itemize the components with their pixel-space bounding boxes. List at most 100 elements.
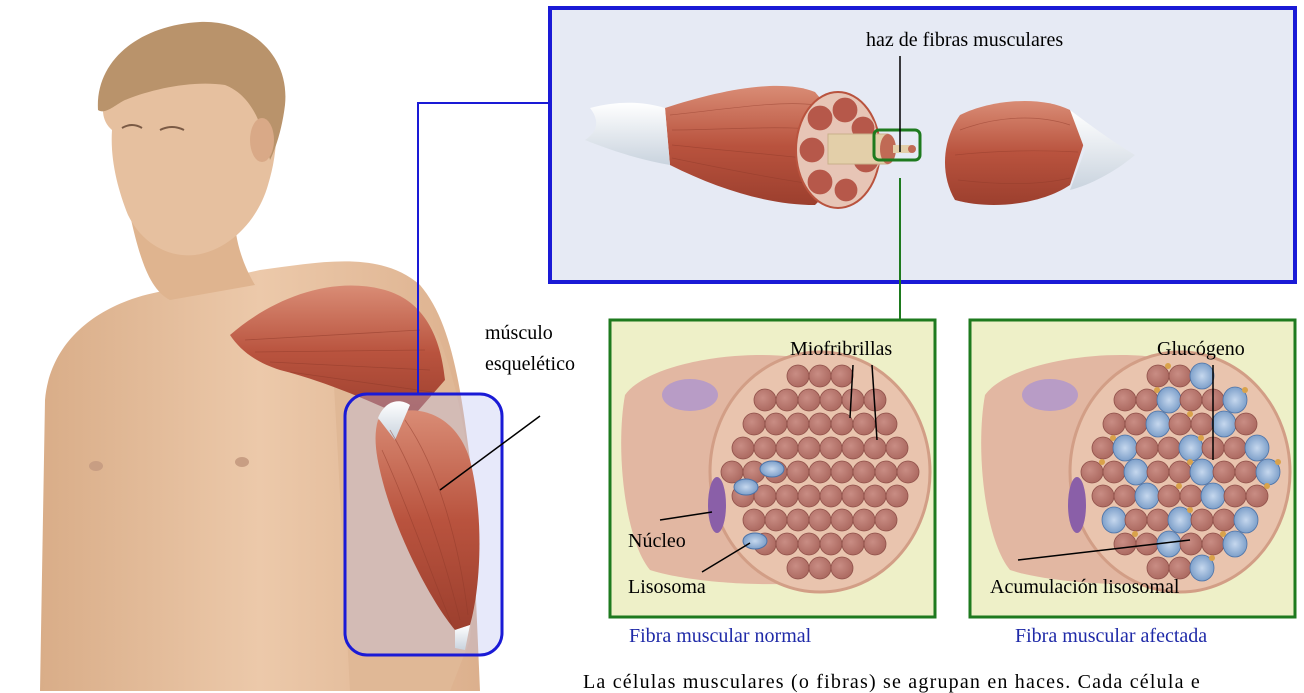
myofibril-cell	[809, 365, 831, 387]
myofibril-cell	[831, 557, 853, 579]
ear	[250, 118, 274, 162]
myofibril-cell	[886, 485, 908, 507]
myofibril-cell	[1125, 509, 1147, 531]
myofibril-cell	[842, 437, 864, 459]
glycogen-granule	[1187, 411, 1193, 417]
normal-lysosome-2	[760, 461, 784, 477]
myofibril-cell	[820, 485, 842, 507]
myofibril-cell	[1169, 365, 1191, 387]
glycogen-granule	[1198, 435, 1204, 441]
myofibril-cell	[776, 437, 798, 459]
myofibril-cell	[1103, 461, 1125, 483]
myofibril-cell	[743, 509, 765, 531]
myofibril-cell	[820, 389, 842, 411]
glycogen-granule	[1187, 507, 1193, 513]
myofibril-cell	[1103, 413, 1125, 435]
myofibril-cell	[1235, 461, 1257, 483]
myofibril-cell	[1114, 389, 1136, 411]
myofibril-cell	[1136, 389, 1158, 411]
caption-normal-fiber: Fibra muscular normal	[629, 626, 811, 646]
myofibril-cell	[809, 509, 831, 531]
myofibril-cell	[809, 557, 831, 579]
myofibril-cell	[820, 437, 842, 459]
label-nucleus: Núcleo	[628, 531, 686, 551]
myofibril-cell	[787, 557, 809, 579]
myofibril-cell	[732, 437, 754, 459]
myofibril-cell	[1125, 413, 1147, 435]
myofibril-cell	[842, 389, 864, 411]
myofibril-cell	[1092, 437, 1114, 459]
myofibril-cell	[1158, 485, 1180, 507]
myofibril-cell	[1147, 509, 1169, 531]
myofibril-cell	[1224, 485, 1246, 507]
myofibril-cell	[864, 485, 886, 507]
myofibril-cell	[853, 509, 875, 531]
glycogen-granule	[1209, 555, 1215, 561]
myofibril-cell	[1191, 509, 1213, 531]
myofibril-cell	[897, 461, 919, 483]
label-bundle: haz de fibras musculares	[866, 30, 1063, 50]
lysosome-cell	[1135, 483, 1159, 509]
myofibril-cell	[1191, 413, 1213, 435]
lysosome-cell	[1190, 363, 1214, 389]
myofibril-cell	[864, 437, 886, 459]
lysosome-cell	[1201, 483, 1225, 509]
myofibril-cell	[1169, 413, 1191, 435]
myofibril-cell	[1114, 533, 1136, 555]
myofibril-cell	[1246, 485, 1268, 507]
myofibril-cell	[1180, 485, 1202, 507]
lysosome-cell	[1212, 411, 1236, 437]
glycogen-granule	[1275, 459, 1281, 465]
myofibril-cell	[754, 437, 776, 459]
myofibril-cell	[743, 413, 765, 435]
myofibril-cell	[798, 437, 820, 459]
glycogen-granule	[1132, 531, 1138, 537]
label-muscle-line1: músculo	[485, 323, 553, 343]
myofibril-cell	[776, 389, 798, 411]
myofibril-cell	[787, 365, 809, 387]
label-muscle-line2: esquelético	[485, 354, 575, 374]
myofibril-cell	[798, 533, 820, 555]
glycogen-granule	[1264, 483, 1270, 489]
myofibril-cell	[864, 533, 886, 555]
label-lysosome: Lisosoma	[628, 577, 706, 597]
normal-lysosome-1	[734, 479, 758, 495]
myofibril-cell	[1081, 461, 1103, 483]
normal-nucleus-top	[662, 379, 718, 411]
myofibril-cell	[1147, 365, 1169, 387]
label-myofibrils: Miofribrillas	[790, 339, 892, 359]
footer-paragraph: La células musculares (o fibras) se agru…	[583, 672, 1304, 692]
myofibril-cell	[1180, 389, 1202, 411]
myofibril-cell	[831, 365, 853, 387]
lysosome-cell	[1157, 387, 1181, 413]
myofibril-cell	[875, 461, 897, 483]
glycogen-granule	[1176, 483, 1182, 489]
caption-affected-fiber: Fibra muscular afectada	[1015, 626, 1207, 646]
myofibril-cell	[875, 509, 897, 531]
lysosome-cell	[1234, 507, 1258, 533]
myofibril-cell	[1158, 437, 1180, 459]
myofibril-cell	[875, 413, 897, 435]
myofibril-cell	[787, 461, 809, 483]
myofibril-cell	[1213, 509, 1235, 531]
myofibril-cell	[787, 509, 809, 531]
myofibril-cell	[1235, 413, 1257, 435]
label-glycogen: Glucógeno	[1157, 339, 1245, 359]
myofibril-cell	[1213, 461, 1235, 483]
myofibril-cell	[1114, 485, 1136, 507]
myofibril-cell	[776, 533, 798, 555]
glycogen-granule	[1165, 363, 1171, 369]
myofibril-cell	[1224, 437, 1246, 459]
label-lysosomal-accumulation: Acumulación lisosomal	[990, 577, 1179, 597]
lysosome-cell	[1223, 531, 1247, 557]
myofibril-cell	[831, 509, 853, 531]
lysosome-cell	[1190, 459, 1214, 485]
myofibril-cell	[809, 461, 831, 483]
myofibril-cell	[798, 389, 820, 411]
myofibril-cell	[886, 437, 908, 459]
myofibril-cell	[765, 509, 787, 531]
myofibril-cell	[1092, 485, 1114, 507]
affected-nucleus-top	[1022, 379, 1078, 411]
nipple-left	[89, 461, 103, 471]
normal-lysosome-3	[743, 533, 767, 549]
